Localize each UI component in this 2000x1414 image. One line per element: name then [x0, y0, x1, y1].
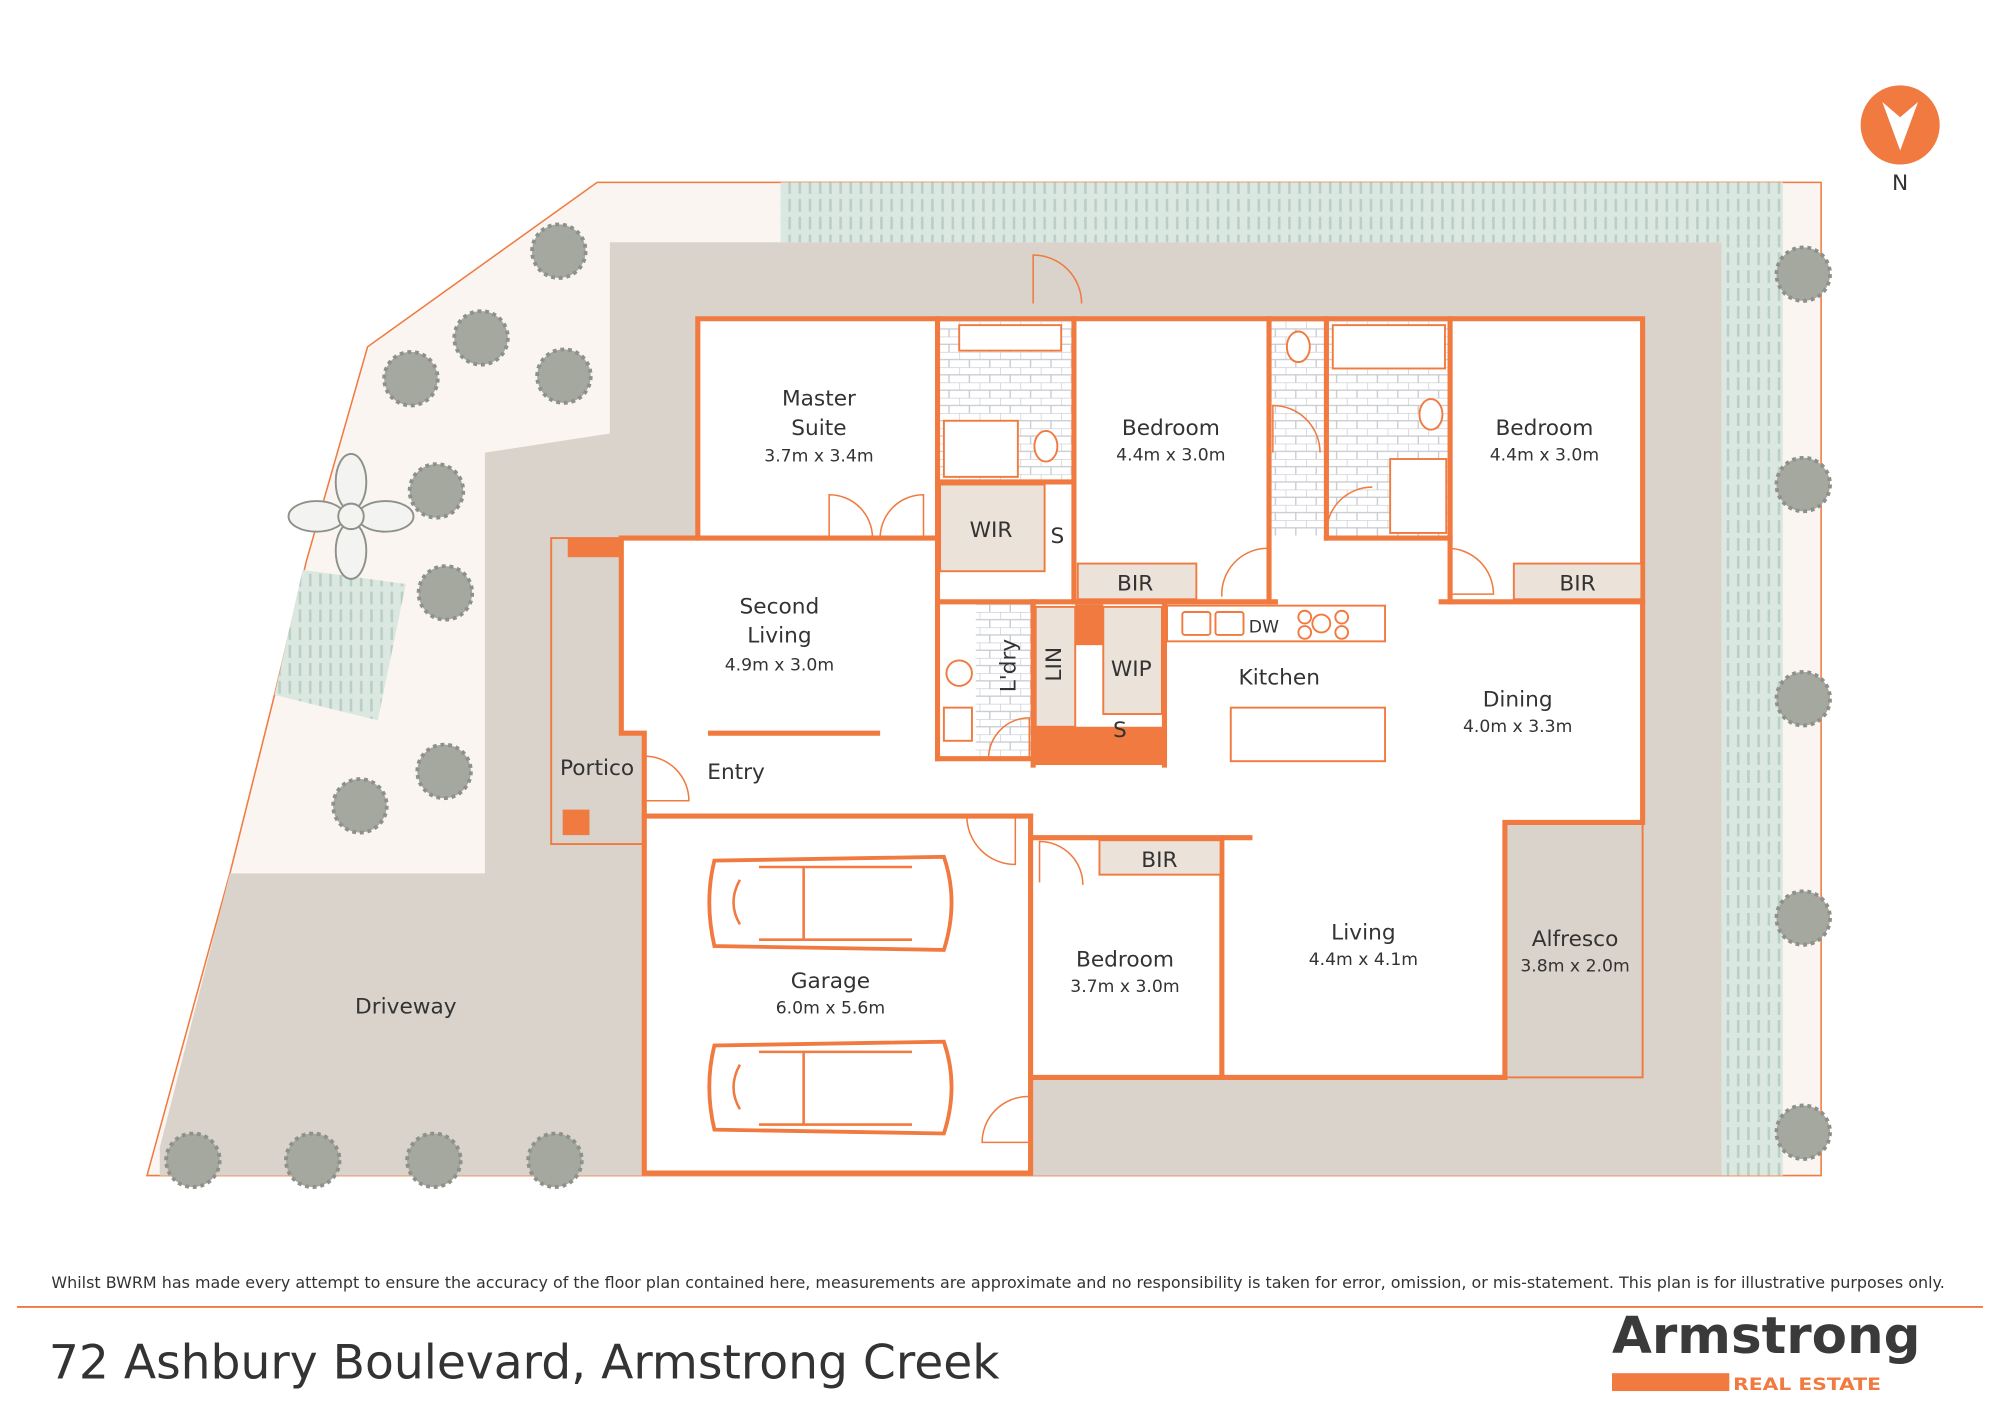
car-icons [707, 854, 954, 1136]
label-lin: LIN [1042, 647, 1067, 682]
label-wir: WIR [970, 518, 1013, 543]
dims-dining: 4.0m x 3.3m [1463, 717, 1572, 737]
dims-master: 3.7m x 3.4m [764, 447, 873, 467]
label-entry: Entry [707, 760, 765, 785]
plant-icon [287, 452, 415, 580]
structural-block [562, 809, 590, 836]
label-bir-3: BIR [1141, 848, 1177, 873]
grass-strip-right [1721, 242, 1783, 1176]
label-bedroom-2: Bedroom [1495, 416, 1593, 441]
wip-pantry [1102, 605, 1163, 715]
dims-bedroom-3: 3.7m x 3.0m [1070, 977, 1179, 997]
dims-garage: 6.0m x 5.6m [776, 999, 885, 1019]
label-wip: WIP [1111, 657, 1152, 682]
dims-living: 4.4m x 4.1m [1309, 950, 1418, 970]
structural-block [1033, 726, 1168, 766]
bir-closet [1076, 562, 1198, 601]
north-arrow-icon [1860, 85, 1940, 165]
door-swings [644, 254, 1495, 1144]
grass-strip-top [780, 182, 1783, 243]
logo-main: Armstrong [1612, 1307, 1921, 1366]
dims-bedroom-2: 4.4m x 3.0m [1490, 445, 1599, 465]
lin-closet [1034, 605, 1077, 728]
label-bir-1: BIR [1117, 571, 1153, 596]
kitchen-island [1229, 706, 1387, 763]
alfresco-area [1503, 821, 1644, 1079]
label-dining: Dining [1483, 687, 1553, 712]
bathroom-fixtures [942, 324, 1448, 742]
label-shelf-1: S [1051, 524, 1065, 549]
label-kitchen: Kitchen [1239, 666, 1320, 691]
label-shelf-2: S [1113, 718, 1127, 743]
structural-block [1075, 604, 1104, 646]
address-title: 72 Ashbury Boulevard, Armstrong Creek [49, 1335, 1000, 1390]
dims-alfresco: 3.8m x 2.0m [1520, 957, 1629, 977]
kitchen-bench [1166, 604, 1387, 643]
label-bedroom-3: Bedroom [1076, 947, 1174, 972]
structural-block [567, 538, 622, 558]
room-labels: Master Suite 3.7m x 3.4m Bedroom 4.4m x … [355, 386, 1630, 1019]
sink-icon [1181, 611, 1245, 636]
label-laundry: L'dry [996, 639, 1021, 693]
label-second-living-2: Living [747, 624, 811, 649]
cooktop-icon [1297, 609, 1350, 640]
logo-sub: REAL ESTATE [1733, 1375, 1881, 1394]
wir-closet [939, 483, 1046, 573]
label-master-2: Suite [791, 416, 846, 441]
label-alfresco: Alfresco [1532, 927, 1619, 952]
internal-walls [641, 316, 1646, 1080]
label-dw: DW [1249, 617, 1279, 637]
laundry-tiles [975, 604, 1034, 758]
armstrong-logo: Armstrong REAL ESTATE [1612, 1307, 1921, 1394]
label-bedroom-1: Bedroom [1122, 416, 1220, 441]
grass-patch [274, 569, 406, 721]
disclaimer: Whilst BWRM has made every attempt to en… [51, 1273, 1944, 1292]
dims-bedroom-1: 4.4m x 3.0m [1116, 445, 1225, 465]
bir-closet [1098, 839, 1222, 876]
label-living: Living [1331, 921, 1395, 946]
label-second-living: Second [740, 594, 820, 619]
tree-icons [164, 222, 1832, 1189]
label-bir-2: BIR [1559, 571, 1595, 596]
label-portico: Portico [560, 756, 634, 781]
north-label: N [1892, 171, 1908, 196]
label-driveway: Driveway [355, 995, 457, 1020]
bir-closet [1512, 562, 1643, 601]
label-garage: Garage [791, 969, 870, 994]
label-master: Master [782, 386, 856, 411]
dims-second-living: 4.9m x 3.0m [725, 656, 834, 676]
